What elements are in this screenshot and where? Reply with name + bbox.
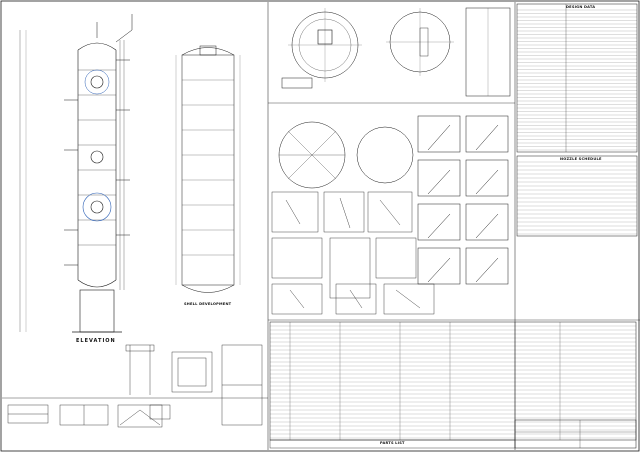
section-view-2 [356,126,414,184]
orientation-views [281,7,511,97]
shell-development-title: SHELL DEVELOPMENT [184,302,232,306]
design-data-title: DESIGN DATA [566,5,596,9]
manway-highlight [82,192,112,222]
nozzle-schedule-table [516,155,638,237]
manway-3 [90,200,104,214]
column-skirt [79,289,115,333]
design-data-table [516,3,638,153]
nozzle-schedule-title: NOZZLE SCHEDULE [560,157,602,161]
lower-left-details [7,344,263,428]
nozzle-highlight [84,69,110,95]
column-nozzles [64,14,133,266]
title-block [269,419,637,449]
column-elevation [19,14,133,333]
parts-list-title: PARTS LIST [380,441,405,445]
column-trays [78,69,116,246]
weld-details [271,191,435,315]
column-ladder [119,40,125,290]
section-views [278,115,509,285]
column-top-head [77,42,117,51]
shell-courses [182,79,234,256]
elevation-title: ELEVATION [76,338,116,344]
manway-1 [90,75,104,89]
parts-list-table [269,321,637,441]
shell-development [175,45,241,293]
manway-2 [90,150,104,164]
column-bottom-head [77,279,117,288]
